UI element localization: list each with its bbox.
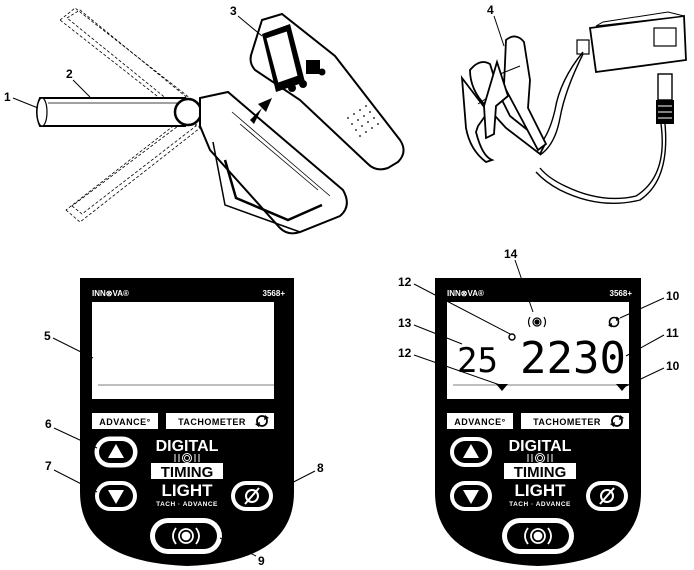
power-cable-assembly xyxy=(460,11,687,204)
zero-button-right[interactable] xyxy=(586,481,628,511)
advance-label-left: ADVANCE° xyxy=(99,417,150,427)
callout-10-top: 10 xyxy=(619,289,680,319)
tachometer-label-left: TACHOMETER xyxy=(178,417,246,427)
advance-tab-left xyxy=(92,413,158,429)
logo-tagline-right: TACH · ADVANCE xyxy=(509,501,571,508)
zero-button-left[interactable] xyxy=(231,481,273,511)
gun-pivot xyxy=(173,97,203,127)
barrel-ghost-lower xyxy=(65,115,201,223)
logo-digital-right: DIGITAL xyxy=(509,438,572,455)
callout-8-label: 8 xyxy=(317,461,324,475)
callout-10-bottom: 10 xyxy=(625,359,680,387)
callout-10a-label: 10 xyxy=(666,289,680,303)
callout-2-label: 2 xyxy=(66,67,73,81)
cable-wires xyxy=(533,51,667,204)
callout-11-label: 11 xyxy=(666,326,679,340)
callout-3-label: 3 xyxy=(230,4,237,18)
callout-8: 8 xyxy=(273,461,324,493)
zero-icon xyxy=(599,487,615,505)
logo-strobe-icon xyxy=(174,453,200,463)
tach-refresh-icon xyxy=(255,415,269,427)
tach-refresh-icon xyxy=(610,415,624,427)
lcd-tach-icon xyxy=(608,316,620,328)
callout-9: 9 xyxy=(219,537,265,568)
alligator-clamp-right xyxy=(483,35,548,152)
lcd-degree-symbol xyxy=(508,333,516,341)
lcd-screen-left xyxy=(92,302,274,399)
tachometer-tab-right xyxy=(521,413,629,429)
callout-10b-label: 10 xyxy=(666,359,680,373)
lcd-tach-pointer xyxy=(616,384,628,391)
callout-12b-label: 12 xyxy=(398,346,412,360)
logo-timing-left: TIMING xyxy=(161,464,214,481)
attach-arrow xyxy=(250,98,272,124)
strobe-button-right[interactable] xyxy=(502,518,574,554)
product-logo-right: DIGITAL TIMING LIGHT TACH · ADVANCE xyxy=(504,438,576,508)
lcd-advance-value: 25 xyxy=(457,341,498,381)
grip-texture xyxy=(347,105,379,137)
callout-3: 3 xyxy=(230,4,263,37)
display-panel-left: INN⊗VA® 3568+ ADVANCE° TACHOMETER xyxy=(80,278,294,566)
callout-2: 2 xyxy=(66,67,91,98)
callout-5: 5 xyxy=(44,329,94,359)
callout-4: 4 xyxy=(487,3,505,47)
brand-logo-left: INN⊗VA® xyxy=(92,289,129,298)
down-button-right[interactable] xyxy=(450,481,492,511)
lcd-strobe-indicator xyxy=(527,316,547,328)
callout-6: 6 xyxy=(45,417,98,449)
callout-4-label: 4 xyxy=(487,3,494,17)
cable-connector xyxy=(576,11,687,74)
strobe-icon xyxy=(524,527,552,545)
callout-14-label: 14 xyxy=(504,247,518,261)
callout-13: 13 xyxy=(398,316,463,345)
callout-12-bottom: 12 xyxy=(398,346,501,386)
callout-6-label: 6 xyxy=(45,417,52,431)
logo-digital-left: DIGITAL xyxy=(156,438,219,455)
timing-light-gun xyxy=(36,7,348,235)
strobe-icon xyxy=(172,527,200,545)
callout-12a-label: 12 xyxy=(398,275,412,289)
cable-plug xyxy=(656,73,674,124)
up-button-right[interactable] xyxy=(450,437,492,467)
zero-icon xyxy=(244,487,260,505)
down-button-left[interactable] xyxy=(95,481,137,511)
callout-12-top: 12 xyxy=(398,275,511,335)
callout-11: 11 xyxy=(625,326,679,357)
up-arrow-icon xyxy=(463,444,479,458)
logo-tagline-left: TACH · ADVANCE xyxy=(156,501,218,508)
logo-light-right: LIGHT xyxy=(515,481,567,500)
callout-1-label: 1 xyxy=(4,90,11,104)
advance-tab-right xyxy=(447,413,513,429)
up-button-left[interactable] xyxy=(94,436,138,468)
model-number-left: 3568+ xyxy=(263,289,286,298)
model-number-right: 3568+ xyxy=(610,289,633,298)
gun-barrel xyxy=(36,97,186,127)
gun-handle xyxy=(199,90,348,235)
logo-strobe-icon xyxy=(527,453,553,463)
callout-13-label: 13 xyxy=(398,316,412,330)
display-panel-right: INN⊗VA® 3568+ 25 2230 ADVANCE° TACHOMETE… xyxy=(435,278,641,566)
tachometer-tab-left xyxy=(166,413,274,429)
callout-14: 14 xyxy=(504,247,534,313)
down-arrow-icon xyxy=(463,490,479,504)
lcd-advance-pointer xyxy=(496,384,508,391)
callout-9-label: 9 xyxy=(258,554,265,568)
callout-7-label: 7 xyxy=(45,459,52,473)
callout-5-label: 5 xyxy=(44,329,51,343)
down-arrow-icon xyxy=(108,490,124,504)
lcd-rpm-value: 2230 xyxy=(520,333,626,384)
strobe-button-left[interactable] xyxy=(150,518,222,554)
advance-label-right: ADVANCE° xyxy=(454,417,505,427)
logo-light-left: LIGHT xyxy=(162,481,214,500)
detached-display-unit xyxy=(249,12,405,171)
tachometer-label-right: TACHOMETER xyxy=(533,417,601,427)
logo-timing-right: TIMING xyxy=(514,464,567,481)
brand-logo-right: INN⊗VA® xyxy=(447,289,484,298)
callout-7: 7 xyxy=(45,459,98,493)
callout-1: 1 xyxy=(4,90,39,109)
up-arrow-icon xyxy=(108,444,124,458)
product-logo-left: DIGITAL TIMING LIGHT TACH · ADVANCE xyxy=(151,438,223,508)
